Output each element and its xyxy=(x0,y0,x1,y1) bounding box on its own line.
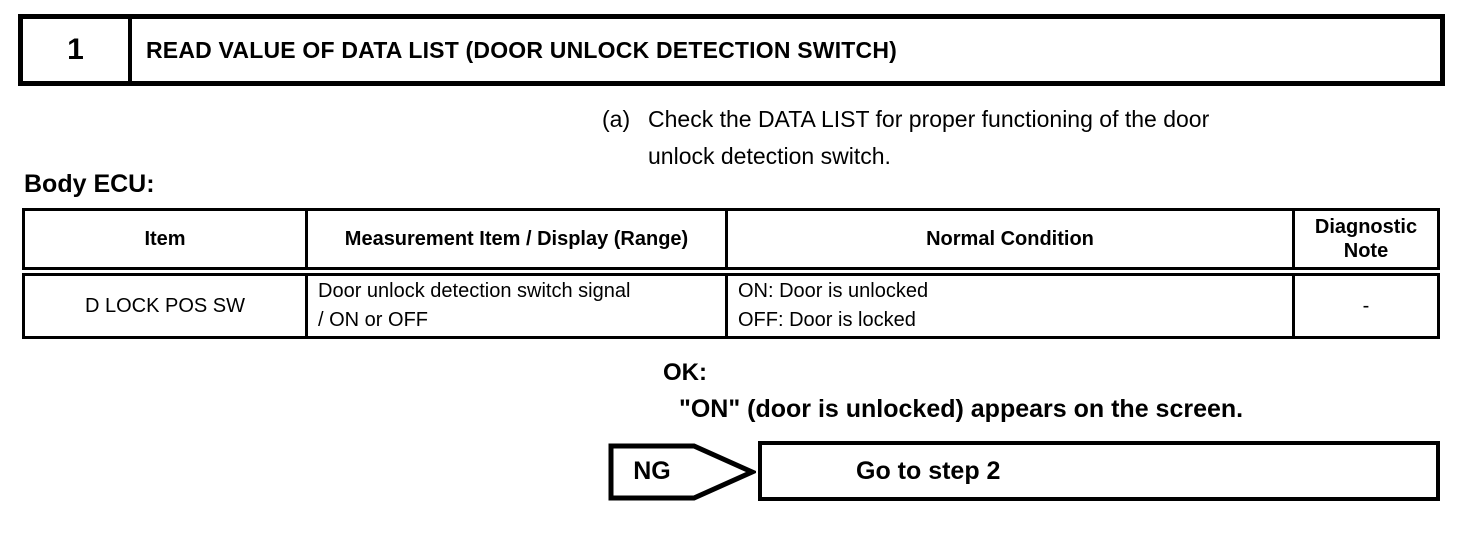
column-header-measurement: Measurement Item / Display (Range) xyxy=(305,208,728,276)
ng-label: NG xyxy=(633,456,671,485)
section-label-body-ecu: Body ECU: xyxy=(24,170,155,198)
table-row: D LOCK POS SW Door unlock detection swit… xyxy=(22,270,1440,339)
ng-arrow: NG xyxy=(608,443,756,501)
instruction-paragraph: (a) Check the DATA LIST for proper funct… xyxy=(602,101,1448,175)
column-header-diagnostic-note: Diagnostic Note xyxy=(1292,208,1440,276)
ng-action-box: Go to step 2 xyxy=(758,441,1440,501)
data-list-table: Item Measurement Item / Display (Range) … xyxy=(22,208,1440,339)
ok-label: OK: xyxy=(663,359,707,386)
step-title: READ VALUE OF DATA LIST (DOOR UNLOCK DET… xyxy=(146,36,898,63)
ng-arrow-shape xyxy=(608,443,756,501)
instruction-text: Check the DATA LIST for proper functioni… xyxy=(648,106,1210,169)
cell-diagnostic-note: - xyxy=(1292,270,1440,339)
step-header-box: 1 READ VALUE OF DATA LIST (DOOR UNLOCK D… xyxy=(18,14,1445,86)
table-header-row: Item Measurement Item / Display (Range) … xyxy=(22,208,1440,276)
instruction-label: (a) xyxy=(602,106,631,132)
column-header-normal-condition: Normal Condition xyxy=(725,208,1295,276)
cell-normal-condition: ON: Door is unlocked OFF: Door is locked xyxy=(725,270,1295,339)
cell-item: D LOCK POS SW xyxy=(22,270,308,339)
cell-measurement: Door unlock detection switch signal / ON… xyxy=(305,270,728,339)
column-header-item: Item xyxy=(22,208,308,276)
step-number: 1 xyxy=(23,19,132,81)
ok-result-text: "ON" (door is unlocked) appears on the s… xyxy=(679,395,1244,423)
